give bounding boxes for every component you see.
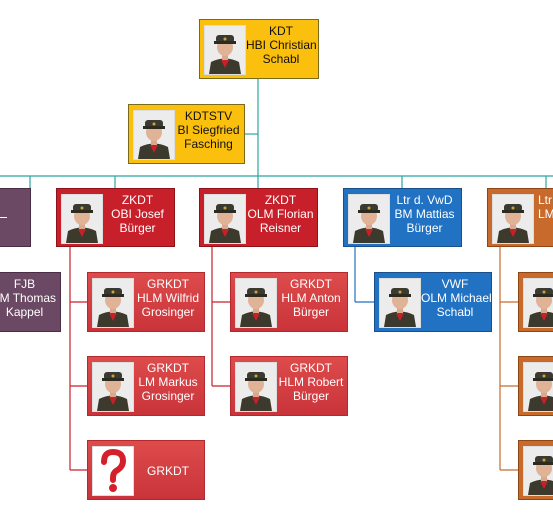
node-fjb: FJB LM Thomas Kappel xyxy=(0,272,61,332)
node-ltr-orange: Ltr LM xyxy=(487,188,553,247)
person-photo xyxy=(348,194,390,244)
person-photo xyxy=(492,194,534,244)
node-name-line2: Bürger xyxy=(292,389,330,403)
person-photo xyxy=(204,25,246,75)
node-grkdt-1: GRKDT HLM Wilfrid Grosinger xyxy=(87,272,205,332)
node-name-line2: Reisner xyxy=(259,221,302,235)
node-grkdt-3: GRKDT xyxy=(87,440,205,500)
node-name-line1: LM xyxy=(538,207,553,221)
node-name-line1: BM Mattias xyxy=(394,207,455,221)
person-photo xyxy=(133,110,175,160)
node-name-line2: Schabl xyxy=(436,305,474,319)
node-title: GRKDT xyxy=(147,277,189,291)
person-photo xyxy=(235,278,277,328)
node-orange-child-3 xyxy=(518,440,553,500)
person-photo xyxy=(92,362,134,412)
node-orange-child-2 xyxy=(518,356,553,416)
node-vwf: VWF OLM Michael Schabl xyxy=(374,272,492,332)
node-grkdt-4: GRKDT HLM Anton Bürger xyxy=(230,272,348,332)
node-title: Ltr xyxy=(538,193,553,207)
node-title: GRKDT xyxy=(147,464,189,478)
person-photo xyxy=(61,194,103,244)
node-name-line2: Schabl xyxy=(262,52,300,66)
person-photo xyxy=(235,362,277,412)
node-zkdt-1: ZKDT OBI Josef Bürger xyxy=(56,188,175,247)
node-name-line2: Bürger xyxy=(292,305,330,319)
node-grkdt-5: GRKDT HLM Robert Bürger xyxy=(230,356,348,416)
person-photo xyxy=(92,278,134,328)
node-title: KDTSTV xyxy=(184,109,233,123)
node-purple-top xyxy=(0,188,31,247)
person-photo xyxy=(523,362,553,412)
node-zkdt-2: ZKDT OLM Florian Reisner xyxy=(199,188,318,247)
person-photo xyxy=(523,278,553,328)
node-title: GRKDT xyxy=(290,277,332,291)
node-name-line2: Fasching xyxy=(184,137,233,151)
node-name-line1: OLM Florian xyxy=(247,207,314,221)
node-name-line2: Grosinger xyxy=(141,305,195,319)
node-name-line1: OBI Josef xyxy=(111,207,164,221)
node-title: Ltr d. VwD xyxy=(396,193,453,207)
node-title: FJB xyxy=(13,277,36,291)
node-name-line1: HBI Christian xyxy=(246,38,317,52)
node-kdt: KDT HBI Christian Schabl xyxy=(199,19,319,79)
person-photo xyxy=(523,446,553,496)
node-title: KDT xyxy=(269,24,293,38)
node-name-line1: HLM Anton xyxy=(281,291,341,305)
node-title: GRKDT xyxy=(147,361,189,375)
node-ltr-vwd: Ltr d. VwD BM Mattias Bürger xyxy=(343,188,462,247)
node-name-line1: OLM Michael xyxy=(421,291,492,305)
person-photo xyxy=(379,278,421,328)
node-name-line2: Bürger xyxy=(119,221,156,235)
node-name-line1: HLM Robert xyxy=(278,375,344,389)
node-name-line2: Grosinger xyxy=(141,389,195,403)
question-mark-icon xyxy=(92,446,134,496)
node-title: ZKDT xyxy=(121,193,154,207)
node-name-line1: HLM Wilfrid xyxy=(137,291,199,305)
node-name-line1: LM Markus xyxy=(138,375,198,389)
node-name-line2: Bürger xyxy=(406,221,443,235)
node-orange-child-1 xyxy=(518,272,553,332)
node-grkdt-2: GRKDT LM Markus Grosinger xyxy=(87,356,205,416)
node-name-line1: BI Siegfried xyxy=(177,123,240,137)
node-title: ZKDT xyxy=(264,193,297,207)
node-name-line1: LM Thomas xyxy=(0,291,57,305)
person-photo xyxy=(204,194,246,244)
node-title: VWF xyxy=(441,277,469,291)
node-title: GRKDT xyxy=(290,361,332,375)
node-name-line2: Kappel xyxy=(5,305,44,319)
dash-mark xyxy=(0,217,7,218)
node-kdtstv: KDTSTV BI Siegfried Fasching xyxy=(128,104,245,164)
